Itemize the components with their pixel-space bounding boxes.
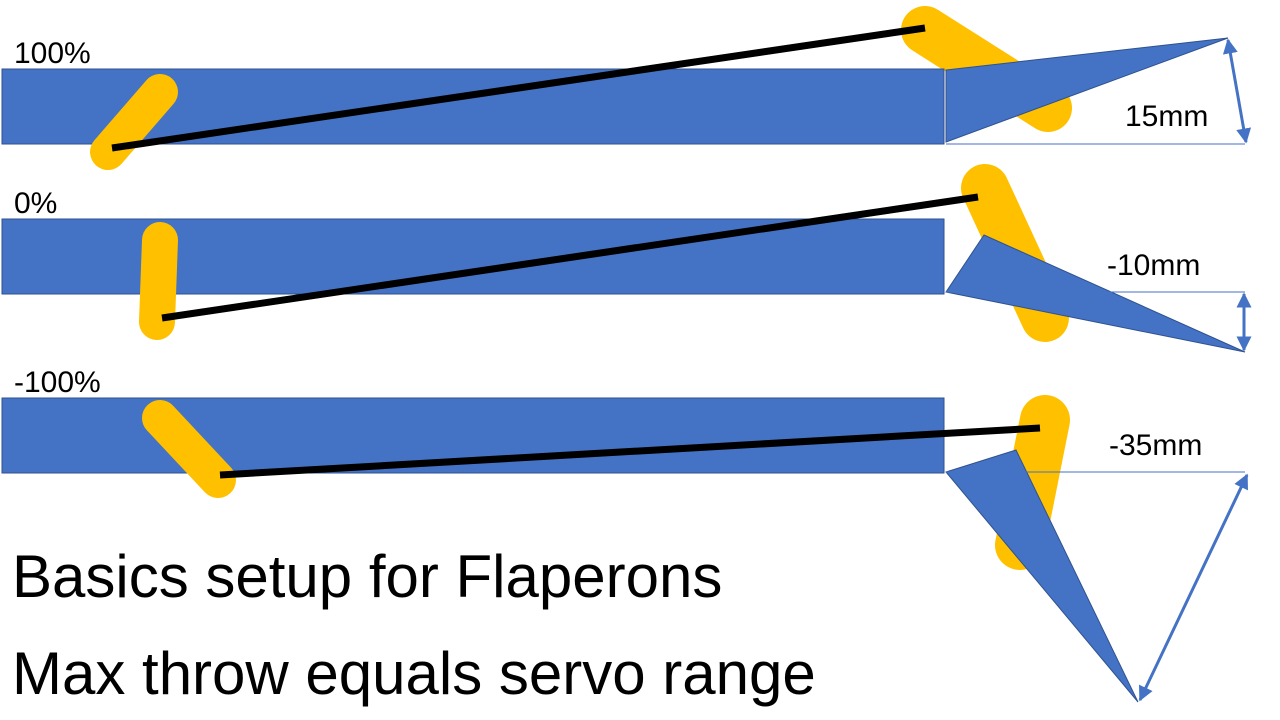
position-label: -100% [14, 366, 101, 399]
throw-dimension-arrow [1138, 473, 1249, 702]
caption-line-2: Max throw equals servo range [12, 640, 816, 707]
position-label: 0% [14, 187, 57, 220]
throw-label: -10mm [1107, 249, 1200, 282]
throw-dimension-arrow [1222, 38, 1252, 144]
servo-arm [90, 74, 178, 170]
position-label: 100% [14, 37, 91, 70]
flaperon-surface [945, 449, 1139, 703]
caption: Basics setup for Flaperons Max throw equ… [12, 543, 816, 707]
throw-label: -35mm [1109, 429, 1202, 462]
throw-label: 15mm [1125, 100, 1208, 133]
flaperon-surface [945, 234, 1246, 353]
pushrod [111, 24, 926, 152]
servo-arm [142, 400, 236, 498]
row-0-percent: 0% -10mm [1, 164, 1252, 353]
caption-line-1: Basics setup for Flaperons [12, 543, 722, 610]
row-100-percent: 100% 15mm [1, 6, 1252, 170]
pushrod [219, 424, 1041, 479]
flaperon-surface [945, 37, 1229, 143]
servo-arm [139, 222, 178, 340]
pushrod [161, 193, 979, 322]
row-minus-100-percent: -100% -35mm [1, 366, 1249, 703]
